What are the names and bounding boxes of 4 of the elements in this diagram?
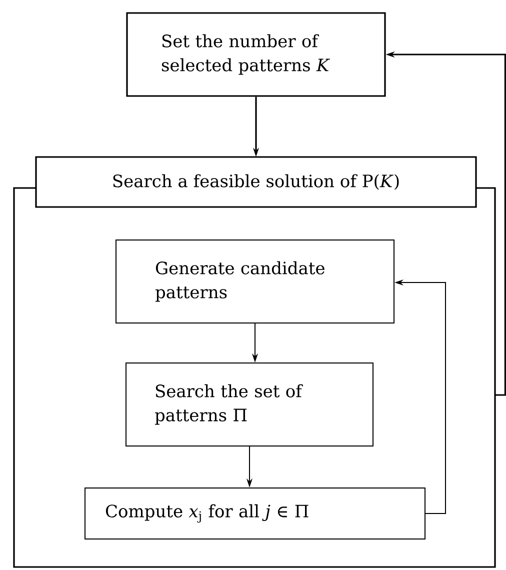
process-box: Generate candidate patterns bbox=[116, 240, 394, 324]
process-box: Set the number of selected patterns K bbox=[126, 12, 386, 97]
process-box: Compute x$_{j}$ for all j ∈ Π bbox=[84, 488, 426, 540]
process-box: Search the set of patterns Π bbox=[126, 362, 374, 446]
